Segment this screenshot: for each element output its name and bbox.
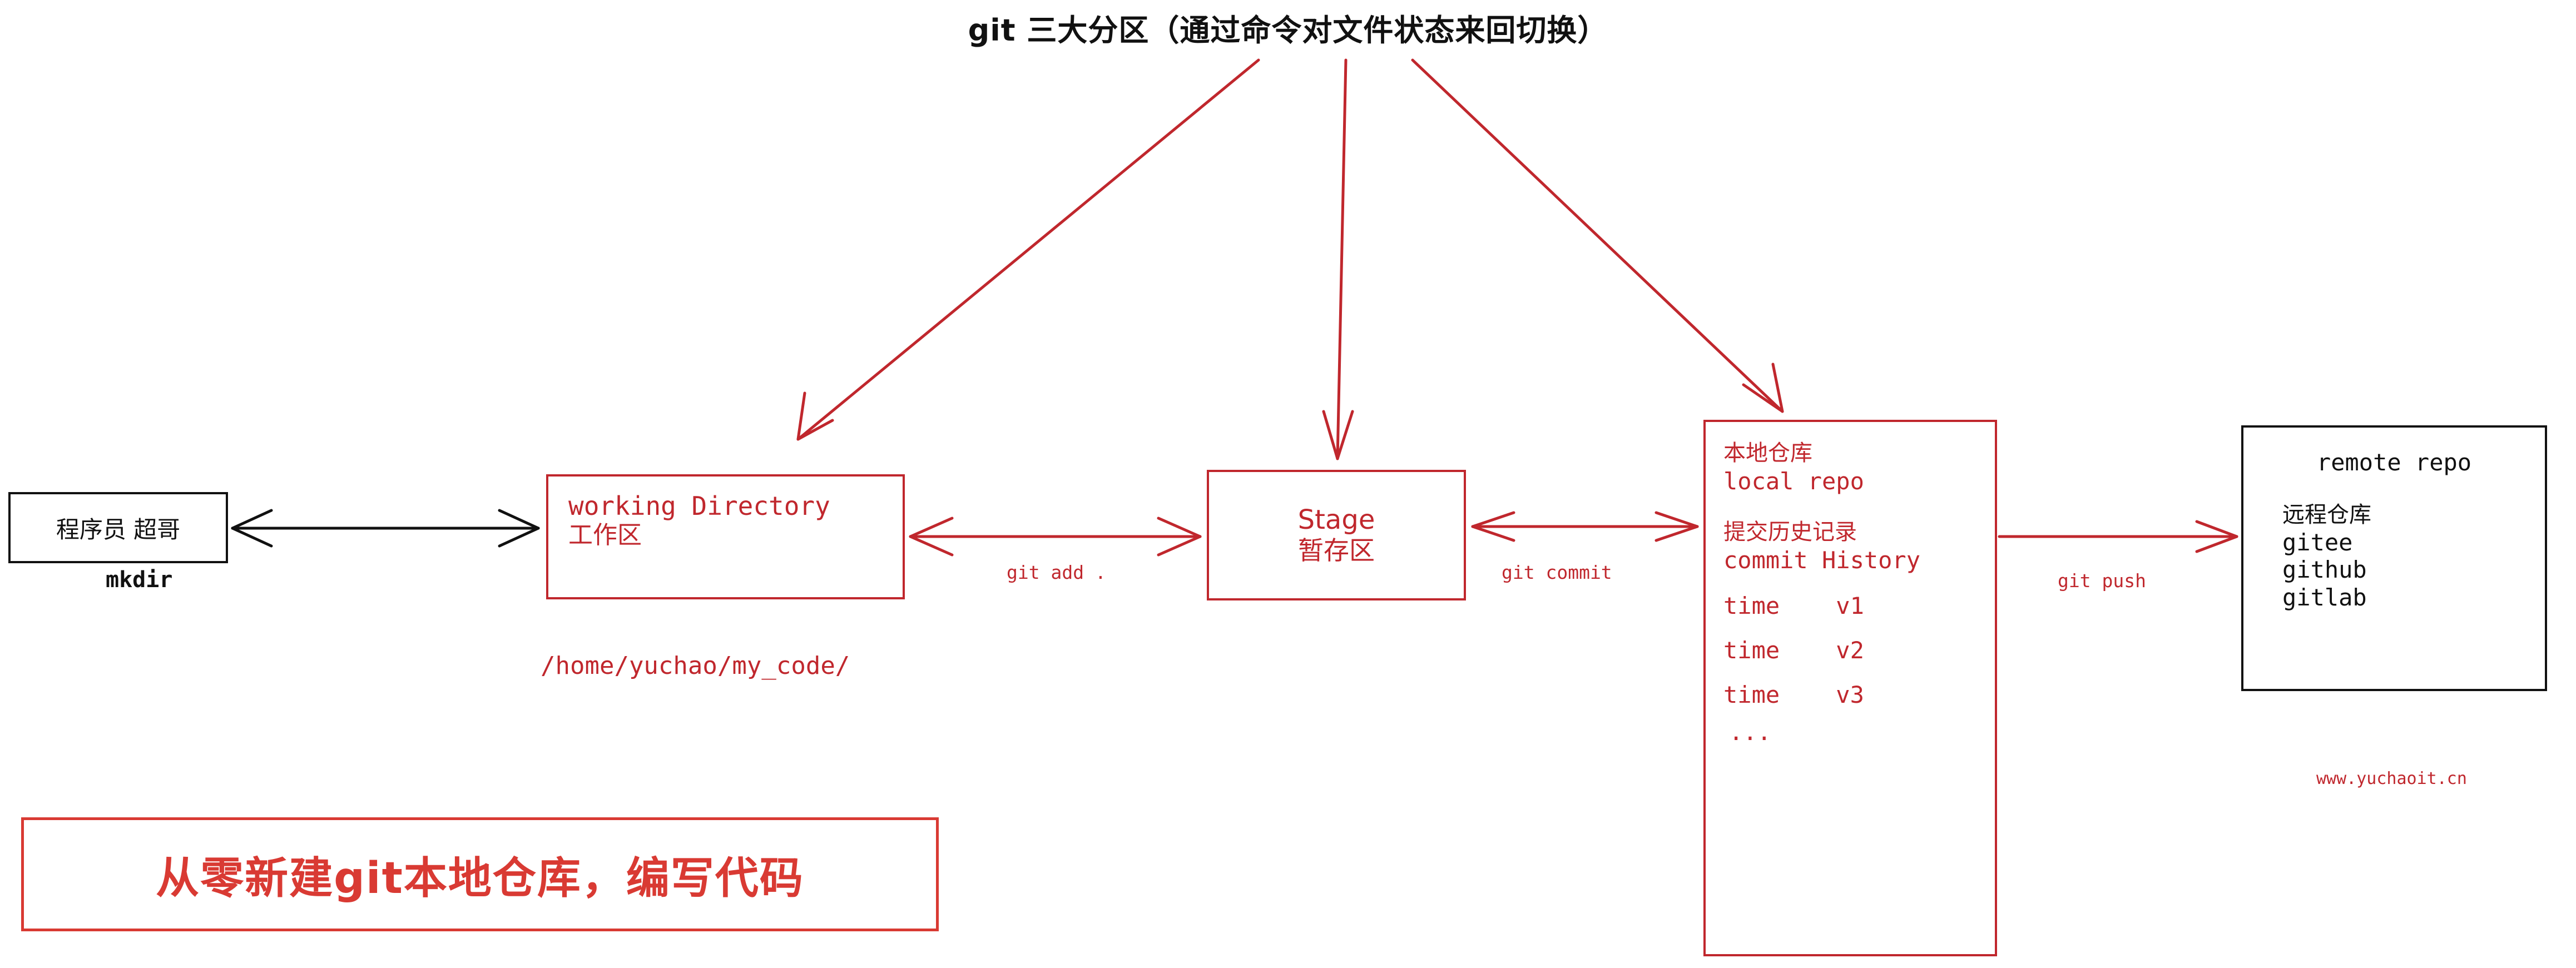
person-label: 程序员 超哥	[56, 515, 181, 543]
remote-repo-title: remote repo	[2316, 449, 2472, 476]
remote-repo-spacer	[2243, 476, 2545, 502]
commit-history-zh: 提交历史记录	[1723, 519, 1857, 545]
arrow-local-remote	[1998, 520, 2238, 553]
bottom-banner: 从零新建git本地仓库，编写代码	[21, 817, 939, 931]
working-directory-en: working Directory	[568, 491, 830, 521]
arrow-title-to-working	[796, 58, 1260, 441]
commit-history-row: time v3	[1723, 681, 1864, 709]
arrow-title-to-stage	[1322, 58, 1354, 460]
remote-repo-provider: gitlab	[2282, 583, 2367, 611]
stage-en: Stage	[1297, 504, 1375, 536]
local-repo-en: local repo	[1723, 467, 1864, 495]
local-repo-spacer	[1723, 495, 1995, 519]
arrow-stage-local-repo	[1471, 511, 1699, 542]
local-repo-zh: 本地仓库	[1723, 440, 1812, 466]
stage-zh: 暂存区	[1298, 535, 1375, 565]
remote-repo-provider: gitee	[2282, 528, 2353, 556]
site-watermark: www.yuchaoit.cn	[2316, 769, 2467, 788]
commit-history-row: time v2	[1723, 637, 1864, 664]
arrow-person-working	[231, 509, 540, 548]
git-add-arrow-label: git add .	[1007, 562, 1106, 583]
working-directory-box: working Directory 工作区	[546, 474, 905, 599]
commit-history-en: commit History	[1723, 546, 1921, 574]
git-commit-arrow-label: git commit	[1502, 562, 1612, 583]
remote-repo-provider: github	[2282, 556, 2367, 584]
working-directory-path: /home/yuchao/my_code/	[541, 652, 850, 680]
commit-history-list: time v1 time v2 time v3	[1723, 593, 1995, 708]
mkdir-arrow-label: mkdir	[106, 567, 173, 593]
stage-box: Stage 暂存区	[1207, 470, 1466, 600]
person-box: 程序员 超哥	[8, 492, 228, 563]
remote-repo-zh: 远程仓库	[2282, 502, 2371, 528]
working-directory-zh: 工作区	[568, 521, 642, 550]
git-push-arrow-label: git push	[2058, 570, 2146, 592]
commit-history-row: time v1	[1723, 592, 1864, 620]
arrow-title-to-local-repo	[1411, 58, 1784, 413]
arrow-working-stage	[909, 517, 1202, 557]
page-title: git 三大分区（通过命令对文件状态来回切换）	[968, 13, 1608, 48]
commit-history-ellipsis: ...	[1729, 718, 1771, 746]
bottom-banner-text: 从零新建git本地仓库，编写代码	[156, 853, 804, 904]
local-repo-box: 本地仓库 local repo 提交历史记录 commit History ti…	[1703, 420, 1997, 956]
